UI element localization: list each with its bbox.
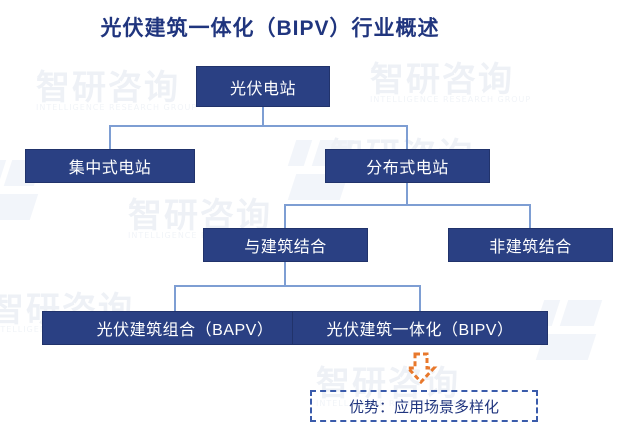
callout-advantage[interactable]: 优势：应用场景多样化 <box>310 390 538 422</box>
down-arrow-icon <box>404 352 438 384</box>
watermark-text: 智研咨询 <box>36 68 180 108</box>
watermark-logo: 智研咨询 INTELLIGENCE RESEARCH GROUP <box>36 60 197 118</box>
page-title: 光伏建筑一体化（BIPV）行业概述 <box>100 17 440 40</box>
node-distributed-power-station[interactable]: 分布式电站 <box>325 149 490 183</box>
connector-n1-bus <box>109 125 408 127</box>
node-bipv[interactable]: 光伏建筑一体化（BIPV） <box>292 311 548 345</box>
connector-n4-n7 <box>419 285 421 312</box>
connector-n3-n5 <box>529 204 531 229</box>
watermark-subtext: INTELLIGENCE RESEARCH GROUP <box>370 95 532 104</box>
connector-n4-stem <box>284 262 286 285</box>
connector-n3-n4 <box>284 204 286 229</box>
connector-n3-stem <box>406 182 408 204</box>
node-non-building-combined[interactable]: 非建筑结合 <box>448 228 613 262</box>
watermark-slash-mark <box>535 300 630 362</box>
connector-n1-n3 <box>406 125 408 150</box>
connector-n3-bus <box>284 204 530 206</box>
node-centralized-power-station[interactable]: 集中式电站 <box>25 149 195 183</box>
node-bapv[interactable]: 光伏建筑组合（BAPV） <box>42 311 328 345</box>
watermark-logo: 智研咨询 INTELLIGENCE RESEARCH GROUP <box>370 52 531 110</box>
connector-n4-n6 <box>174 285 176 312</box>
connector-n1-stem <box>262 106 264 126</box>
watermark-text: 智研咨询 <box>370 60 514 100</box>
connector-n4-bus <box>174 285 420 287</box>
watermark-subtext: INTELLIGENCE RESEARCH GROUP <box>36 103 198 112</box>
node-photovoltaic-power-station[interactable]: 光伏电站 <box>196 66 330 107</box>
connector-n1-n2 <box>109 125 111 150</box>
node-combined-with-building[interactable]: 与建筑结合 <box>203 228 368 262</box>
